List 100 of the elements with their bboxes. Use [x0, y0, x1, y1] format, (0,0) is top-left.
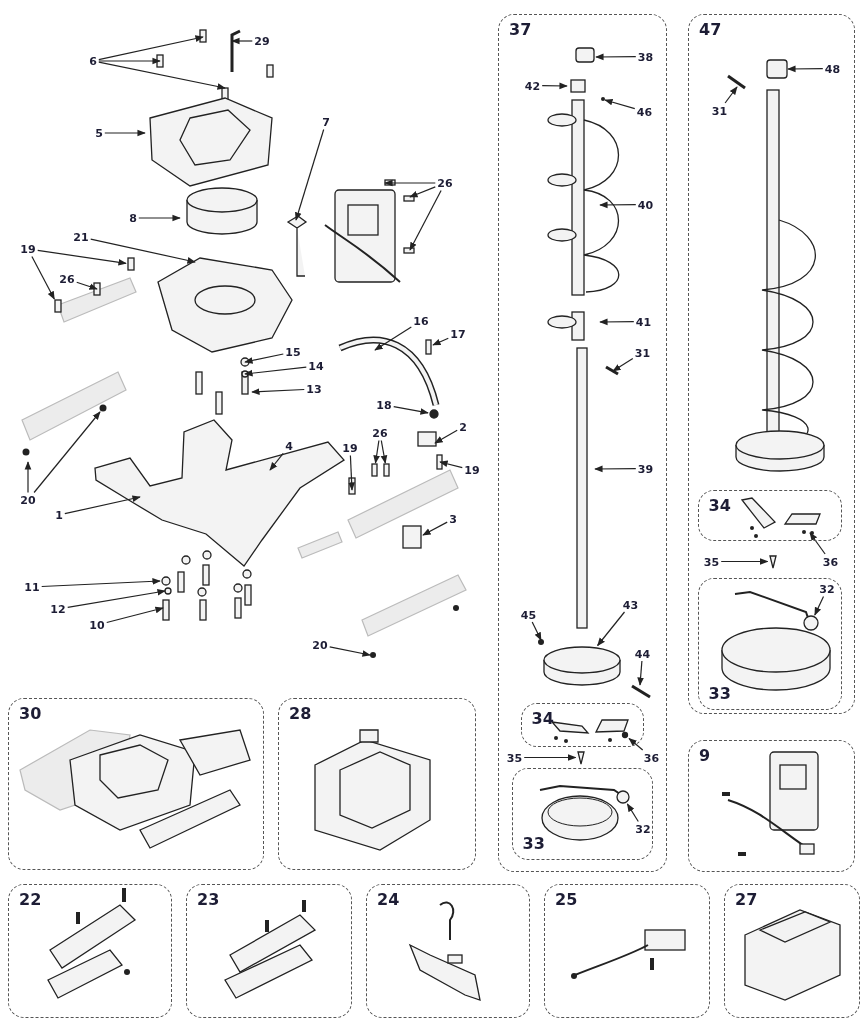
inset-panel [498, 14, 667, 872]
leader-line [787, 65, 824, 73]
point-drawing [576, 750, 585, 765]
leader-line [104, 129, 146, 137]
callout-number: 10 [89, 618, 105, 632]
leader-line [599, 201, 637, 209]
leader-line [269, 452, 284, 471]
leader-line [24, 461, 32, 494]
leader-line [98, 57, 161, 65]
callout-number: 33 [708, 684, 731, 703]
leader-line [597, 611, 626, 647]
callout-number: 28 [289, 705, 312, 723]
leader-line [251, 388, 305, 395]
callout-number: 12 [50, 602, 66, 616]
leader-line [809, 532, 826, 555]
nut-drawing [621, 731, 629, 739]
leader-line [244, 366, 307, 377]
inset-panel [697, 489, 842, 541]
inset-panel [366, 884, 530, 1018]
callout-number: 2 [459, 420, 467, 434]
leader-line [595, 53, 637, 61]
leader-line [409, 189, 442, 251]
callout-number: 35 [703, 555, 720, 568]
leader-line [33, 411, 101, 494]
callout-number: 20 [312, 638, 328, 652]
leader-line [380, 439, 388, 464]
leader-line [106, 606, 164, 624]
callout-number: 6 [89, 54, 97, 68]
ball-drawing [803, 615, 819, 631]
callout-number: 9 [699, 747, 711, 765]
leader-line [295, 128, 325, 221]
leader-line [612, 358, 634, 372]
callout-number: 26 [437, 176, 453, 190]
inset-panel [520, 702, 644, 747]
callout-number: 24 [377, 891, 400, 909]
leader-line [90, 238, 196, 264]
callout-number: 19 [342, 441, 358, 455]
inset-panel [186, 884, 352, 1018]
leader-line [348, 454, 355, 491]
leader-line [373, 439, 380, 464]
callout-number: 34 [531, 709, 554, 728]
leader-line [814, 595, 825, 616]
screw-drawing [383, 463, 390, 477]
leader-line [374, 326, 412, 351]
callout-number: 41 [635, 315, 652, 328]
callout-number: 33 [522, 834, 545, 853]
leader-line [599, 318, 635, 326]
leader-line [31, 255, 55, 300]
callout-number: 38 [637, 50, 654, 63]
leader-line [98, 35, 204, 61]
leader-line [409, 186, 436, 198]
leader-line [523, 754, 577, 761]
leader-line [604, 98, 636, 110]
inset-panel [511, 767, 653, 860]
callout-number: 19 [20, 242, 36, 256]
leader-line [724, 86, 738, 104]
leader-line [393, 406, 429, 415]
callout-number: 37 [509, 21, 532, 39]
leader-line [41, 578, 161, 588]
callout-number: 40 [637, 198, 654, 211]
callout-number: 8 [129, 211, 137, 225]
leader-line [439, 460, 463, 469]
leader-line [244, 353, 284, 364]
pin-drawing [425, 339, 432, 355]
callout-number: 27 [735, 891, 758, 909]
leader-line [67, 588, 166, 608]
callout-number: 31 [634, 346, 651, 359]
inset-panel [278, 698, 476, 870]
callout-number: 26 [59, 272, 75, 286]
callout-number: 5 [95, 126, 103, 140]
callout-number: 31 [711, 104, 728, 117]
callout-number: 42 [524, 79, 541, 92]
callout-number: 11 [24, 580, 40, 594]
leader-line [422, 521, 448, 536]
callout-number: 25 [555, 891, 578, 909]
leader-line [720, 558, 769, 565]
screw-drawing [371, 463, 378, 477]
callout-number: 45 [520, 608, 537, 621]
callout-number: 39 [637, 462, 654, 475]
callout-number: 32 [819, 582, 835, 596]
inset-panel [8, 884, 172, 1018]
inset-panel [544, 884, 710, 1018]
leader-line [329, 646, 371, 657]
leader-line [432, 337, 449, 346]
leader-line [64, 495, 141, 515]
leader-line [531, 621, 542, 641]
callout-number: 17 [450, 327, 466, 341]
leader-line [231, 37, 253, 45]
callout-number: 13 [306, 382, 322, 396]
inset-panel [688, 740, 855, 872]
screw-drawing [127, 257, 135, 271]
inset-panel [724, 884, 860, 1018]
callout-number: 30 [19, 705, 42, 723]
callout-number: 29 [254, 34, 270, 48]
point-drawing [768, 554, 777, 569]
callout-number: 22 [19, 891, 42, 909]
leader-line [628, 737, 644, 751]
screw-drawing [54, 299, 62, 313]
callout-number: 44 [634, 647, 651, 660]
callout-number: 20 [20, 493, 36, 507]
